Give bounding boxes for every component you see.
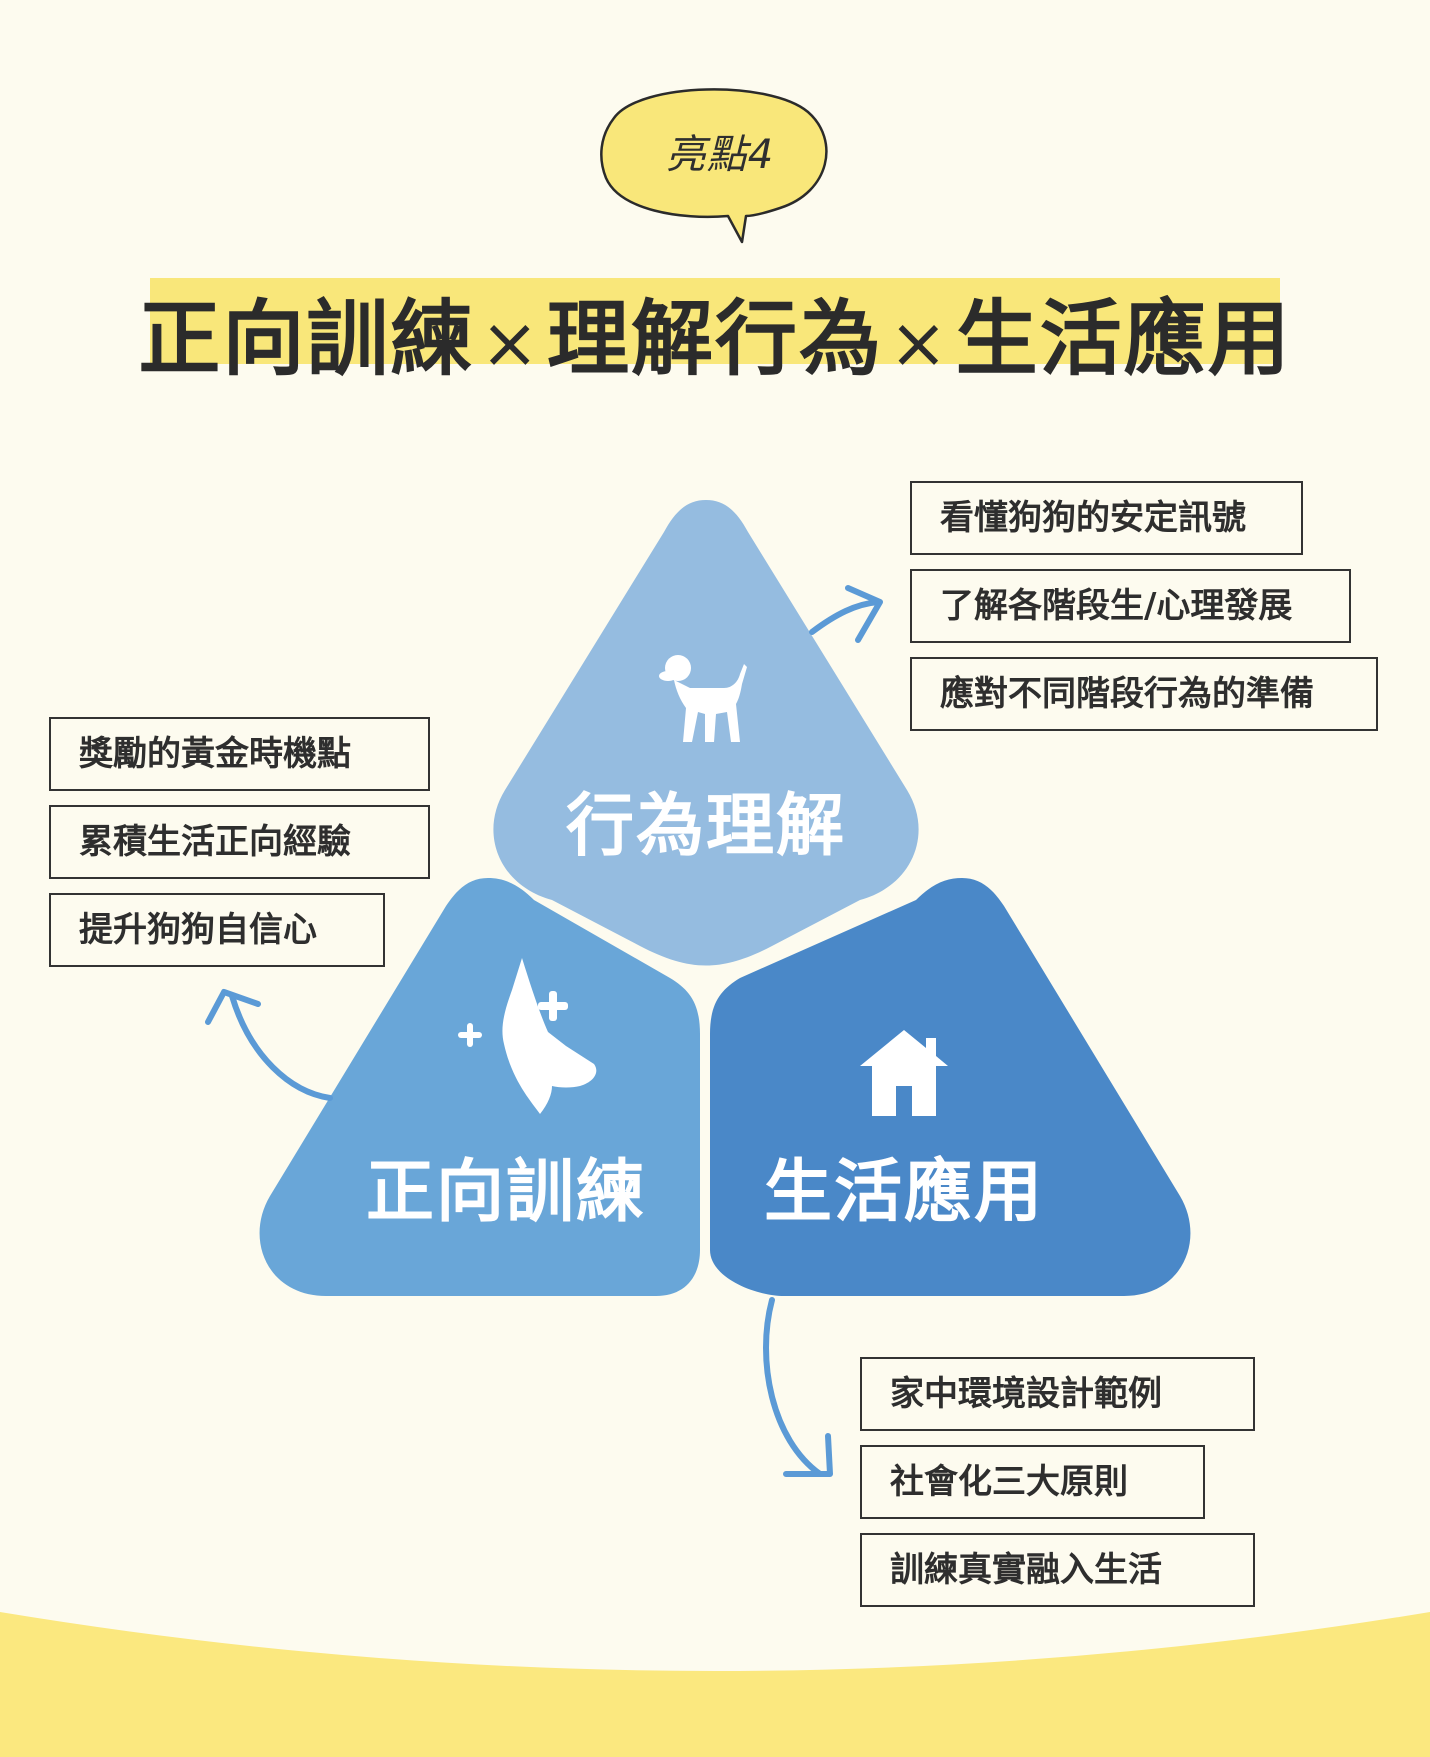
title-highlight	[150, 278, 1280, 364]
house-icon	[860, 1030, 948, 1116]
life-item-2: 社會化三大原則	[860, 1445, 1205, 1519]
dog-standing-icon	[659, 655, 747, 742]
triangle-training	[259, 878, 700, 1296]
bottom-wave	[0, 1612, 1430, 1757]
life-item-1: 家中環境設計範例	[860, 1357, 1255, 1431]
title-separator-2: ×	[889, 302, 950, 384]
dog-head-sparkle-icon	[458, 958, 597, 1114]
arrow-life	[763, 1297, 833, 1477]
triangle-life-label: 生活應用	[763, 1153, 1044, 1232]
training-item-1: 獎勵的黃金時機點	[49, 717, 430, 791]
title-part-3: 生活應用	[955, 292, 1292, 387]
arrow-behavior	[809, 585, 883, 643]
behavior-item-1: 看懂狗狗的安定訊號	[910, 481, 1303, 555]
arrow-training	[205, 989, 333, 1101]
title-part-1: 正向訓練	[138, 292, 475, 387]
behavior-item-3: 應對不同階段行為的準備	[910, 657, 1378, 731]
triangle-behavior-label: 行為理解	[565, 787, 846, 866]
training-item-3: 提升狗狗自信心	[49, 893, 385, 967]
triangle-life	[710, 878, 1191, 1296]
title-separator-1: ×	[480, 302, 541, 384]
training-item-2: 累積生活正向經驗	[49, 805, 430, 879]
badge-label: 亮點4	[665, 132, 775, 178]
page-title: 正向訓練×理解行為×生活應用	[0, 272, 1430, 391]
behavior-item-2: 了解各階段生/心理發展	[910, 569, 1351, 643]
badge-bubble	[600, 88, 828, 244]
life-item-3: 訓練真實融入生活	[860, 1533, 1255, 1607]
triangle-training-label: 正向訓練	[365, 1153, 646, 1232]
title-part-2: 理解行為	[546, 292, 883, 387]
